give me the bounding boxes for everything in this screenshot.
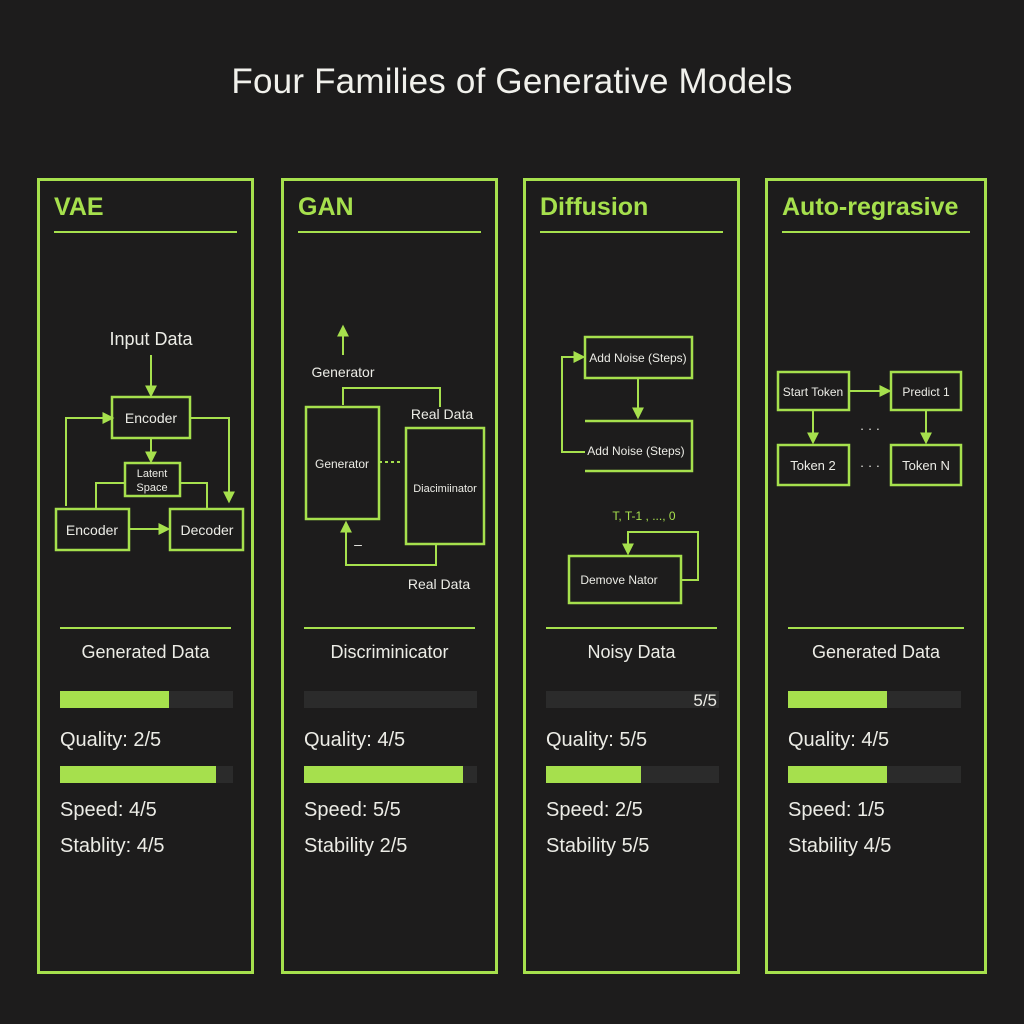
output-label: Generated Data	[81, 642, 210, 662]
discriminator-box	[404, 426, 486, 546]
section-divider	[546, 627, 717, 629]
speed-bar-fill	[546, 766, 642, 783]
speed-bar	[788, 766, 961, 783]
title-divider	[540, 231, 723, 233]
steps-label: T, T-1 , ..., 0	[612, 509, 675, 523]
token-n-label: Token N	[902, 458, 950, 473]
token-2-box	[776, 443, 851, 487]
add-noise-box-2	[585, 419, 694, 473]
loop-left-path	[65, 412, 115, 506]
bar-note: 5/5	[693, 691, 717, 710]
stability-text: Stablity: 4/5	[60, 835, 165, 857]
latent-left-link	[95, 482, 125, 509]
quality-bar	[60, 691, 233, 708]
gan-diagram: Generator Real Data Generator Diacimiina…	[304, 324, 486, 592]
token-2-label: Token 2	[790, 458, 836, 473]
noise-loop-path	[561, 351, 586, 453]
speed-text: Speed: 2/5	[546, 799, 643, 821]
output-label: Discriminicator	[330, 642, 449, 662]
decoder-label: Decoder	[181, 522, 234, 538]
speed-bar-fill	[788, 766, 887, 783]
quality-text: Quality: 4/5	[788, 729, 890, 751]
denoise-loop-path	[622, 531, 699, 581]
encoder-top-label: Encoder	[125, 410, 177, 426]
section-divider	[788, 627, 964, 629]
panel-title: Auto-regrasive	[782, 193, 959, 221]
quality-bar	[788, 691, 961, 708]
autoregressive-diagram: Start Token Predict 1 · · · Token 2 · · …	[776, 370, 963, 487]
speed-text: Speed: 4/5	[60, 799, 157, 821]
dash-mark: –	[354, 536, 362, 552]
section-divider	[60, 627, 231, 629]
loop-right-path	[190, 417, 235, 504]
latent-line2: Space	[136, 482, 167, 494]
dots-bottom: · · ·	[860, 458, 880, 473]
quality-bar	[546, 691, 719, 708]
title-divider	[298, 231, 481, 233]
speed-text: Speed: 1/5	[788, 799, 885, 821]
start-token-label: Start Token	[783, 385, 843, 399]
quality-text: Quality: 4/5	[304, 729, 406, 751]
diffusion-diagram: Add Noise (Steps) Add Noise (Steps) T, T…	[561, 335, 699, 605]
diffusion-panel: Diffusion Add Noise (Steps) Add Noise (S…	[523, 178, 740, 974]
latent-line1: Latent	[137, 468, 168, 480]
generator-caption: Generator	[311, 364, 374, 380]
add-noise-label-2: Add Noise (Steps)	[587, 444, 684, 458]
generator-box-label: Generator	[315, 457, 369, 471]
quality-bar-fill	[788, 691, 887, 708]
panel-title: VAE	[54, 193, 104, 221]
speed-bar	[304, 766, 477, 783]
stability-text: Stability 5/5	[546, 835, 650, 857]
real-data-top-label: Real Data	[411, 406, 473, 422]
panel-title: GAN	[298, 193, 354, 221]
title-divider	[782, 231, 970, 233]
denoise-box	[567, 554, 683, 605]
quality-text: Quality: 5/5	[546, 729, 648, 751]
latent-space-box	[123, 461, 182, 498]
speed-bar	[60, 766, 233, 783]
quality-text: Quality: 2/5	[60, 729, 162, 751]
latent-right-link	[180, 482, 208, 509]
top-link-path	[342, 387, 441, 407]
gan-panel: GAN Generator Real Data Generator Diacim…	[281, 178, 498, 974]
stability-text: Stability 2/5	[304, 835, 408, 857]
real-data-bottom-label: Real Data	[408, 576, 470, 592]
token-n-box	[889, 443, 963, 487]
quality-bar-fill	[60, 691, 169, 708]
vae-diagram: Input Data Encoder Latent Space Encoder …	[54, 329, 245, 552]
discriminator-box-label: Diacimiinator	[413, 483, 477, 495]
speed-bar-fill	[60, 766, 216, 783]
input-data-label: Input Data	[109, 329, 193, 349]
speed-bar-fill	[304, 766, 464, 783]
predict-label: Predict 1	[902, 385, 950, 399]
add-noise-label-1: Add Noise (Steps)	[589, 351, 686, 365]
encoder-bottom-label: Encoder	[66, 522, 118, 538]
speed-text: Speed: 5/5	[304, 799, 401, 821]
section-divider	[304, 627, 475, 629]
vae-panel: VAE Input Data Encoder Latent Space Enco…	[37, 178, 254, 974]
speed-bar	[546, 766, 719, 783]
feedback-path	[340, 520, 437, 566]
denoise-label: Demove Nator	[580, 573, 657, 587]
quality-bar	[304, 691, 477, 708]
decoder-box	[168, 507, 245, 552]
stability-text: Stability 4/5	[788, 835, 892, 857]
dots-top: · · ·	[860, 421, 880, 436]
output-label: Noisy Data	[587, 642, 676, 662]
autoregressive-panel: Auto-regrasive Start Token Predict 1 · ·…	[765, 178, 987, 974]
title-divider	[54, 231, 237, 233]
output-label: Generated Data	[811, 642, 941, 662]
page-title: Four Families of Generative Models	[231, 62, 793, 101]
panel-title: Diffusion	[540, 193, 649, 221]
